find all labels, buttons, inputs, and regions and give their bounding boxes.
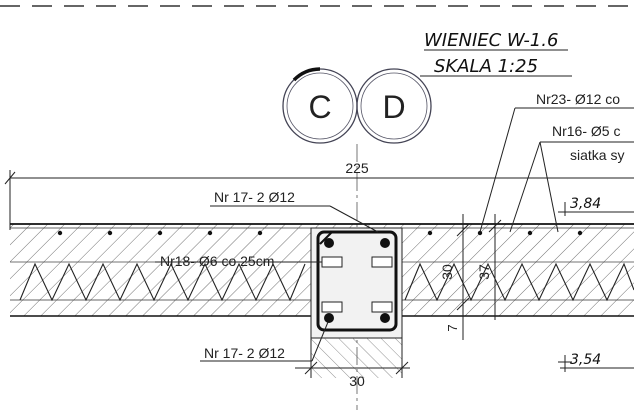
level-top: 3,84 <box>558 196 634 216</box>
wall-below <box>310 338 403 378</box>
callout-stirrups: Nr18- Ø6 co 25cm <box>155 253 322 269</box>
callout-slab-bars-text: Nr23- Ø12 co <box>536 91 620 107</box>
beam-height-text: 30 <box>439 264 455 280</box>
level-bottom: 3,54 <box>558 352 634 372</box>
level-bottom-text: 3,54 <box>570 352 601 368</box>
callout-mesh-label-text: siatka sy <box>570 147 624 163</box>
axis-label-d: D <box>382 89 405 125</box>
callout-mesh-bars: Nr16- Ø5 c siatka sy <box>509 123 634 233</box>
axis-bubble-c: C <box>282 67 358 144</box>
callout-top-bars-text: Nr 17- 2 Ø12 <box>214 189 295 205</box>
callout-stirrups-text: Nr18- Ø6 co 25cm <box>160 253 274 269</box>
axis-bubble-d: D <box>356 68 432 144</box>
level-top-text: 3,84 <box>570 196 601 212</box>
axis-label-c: C <box>308 89 331 125</box>
title-line-1: WIENIEC W-1.6 <box>424 30 558 51</box>
span-dimension-text: 225 <box>345 160 369 176</box>
ring-beam <box>310 227 403 339</box>
drawing-title: WIENIEC W-1.6 SKALA 1:25 <box>420 30 572 77</box>
vertical-dimensions: 30 37 7 <box>439 214 502 340</box>
beam-width-text: 30 <box>349 373 365 389</box>
slab-depth-text: 37 <box>476 264 492 280</box>
beam-width-dimension: 30 <box>295 361 410 389</box>
callout-bottom-bars-text: Nr 17- 2 Ø12 <box>204 345 285 361</box>
span-dimension: 225 <box>4 160 634 230</box>
bottom-offset-text: 7 <box>445 324 460 331</box>
callout-bottom-bars: Nr 17- 2 Ø12 <box>200 321 329 362</box>
callout-mesh-bars-text: Nr16- Ø5 c <box>552 123 620 139</box>
callout-top-bars: Nr 17- 2 Ø12 <box>210 189 379 233</box>
title-line-2: SKALA 1:25 <box>434 56 538 77</box>
callout-slab-bars: Nr23- Ø12 co <box>479 91 634 233</box>
